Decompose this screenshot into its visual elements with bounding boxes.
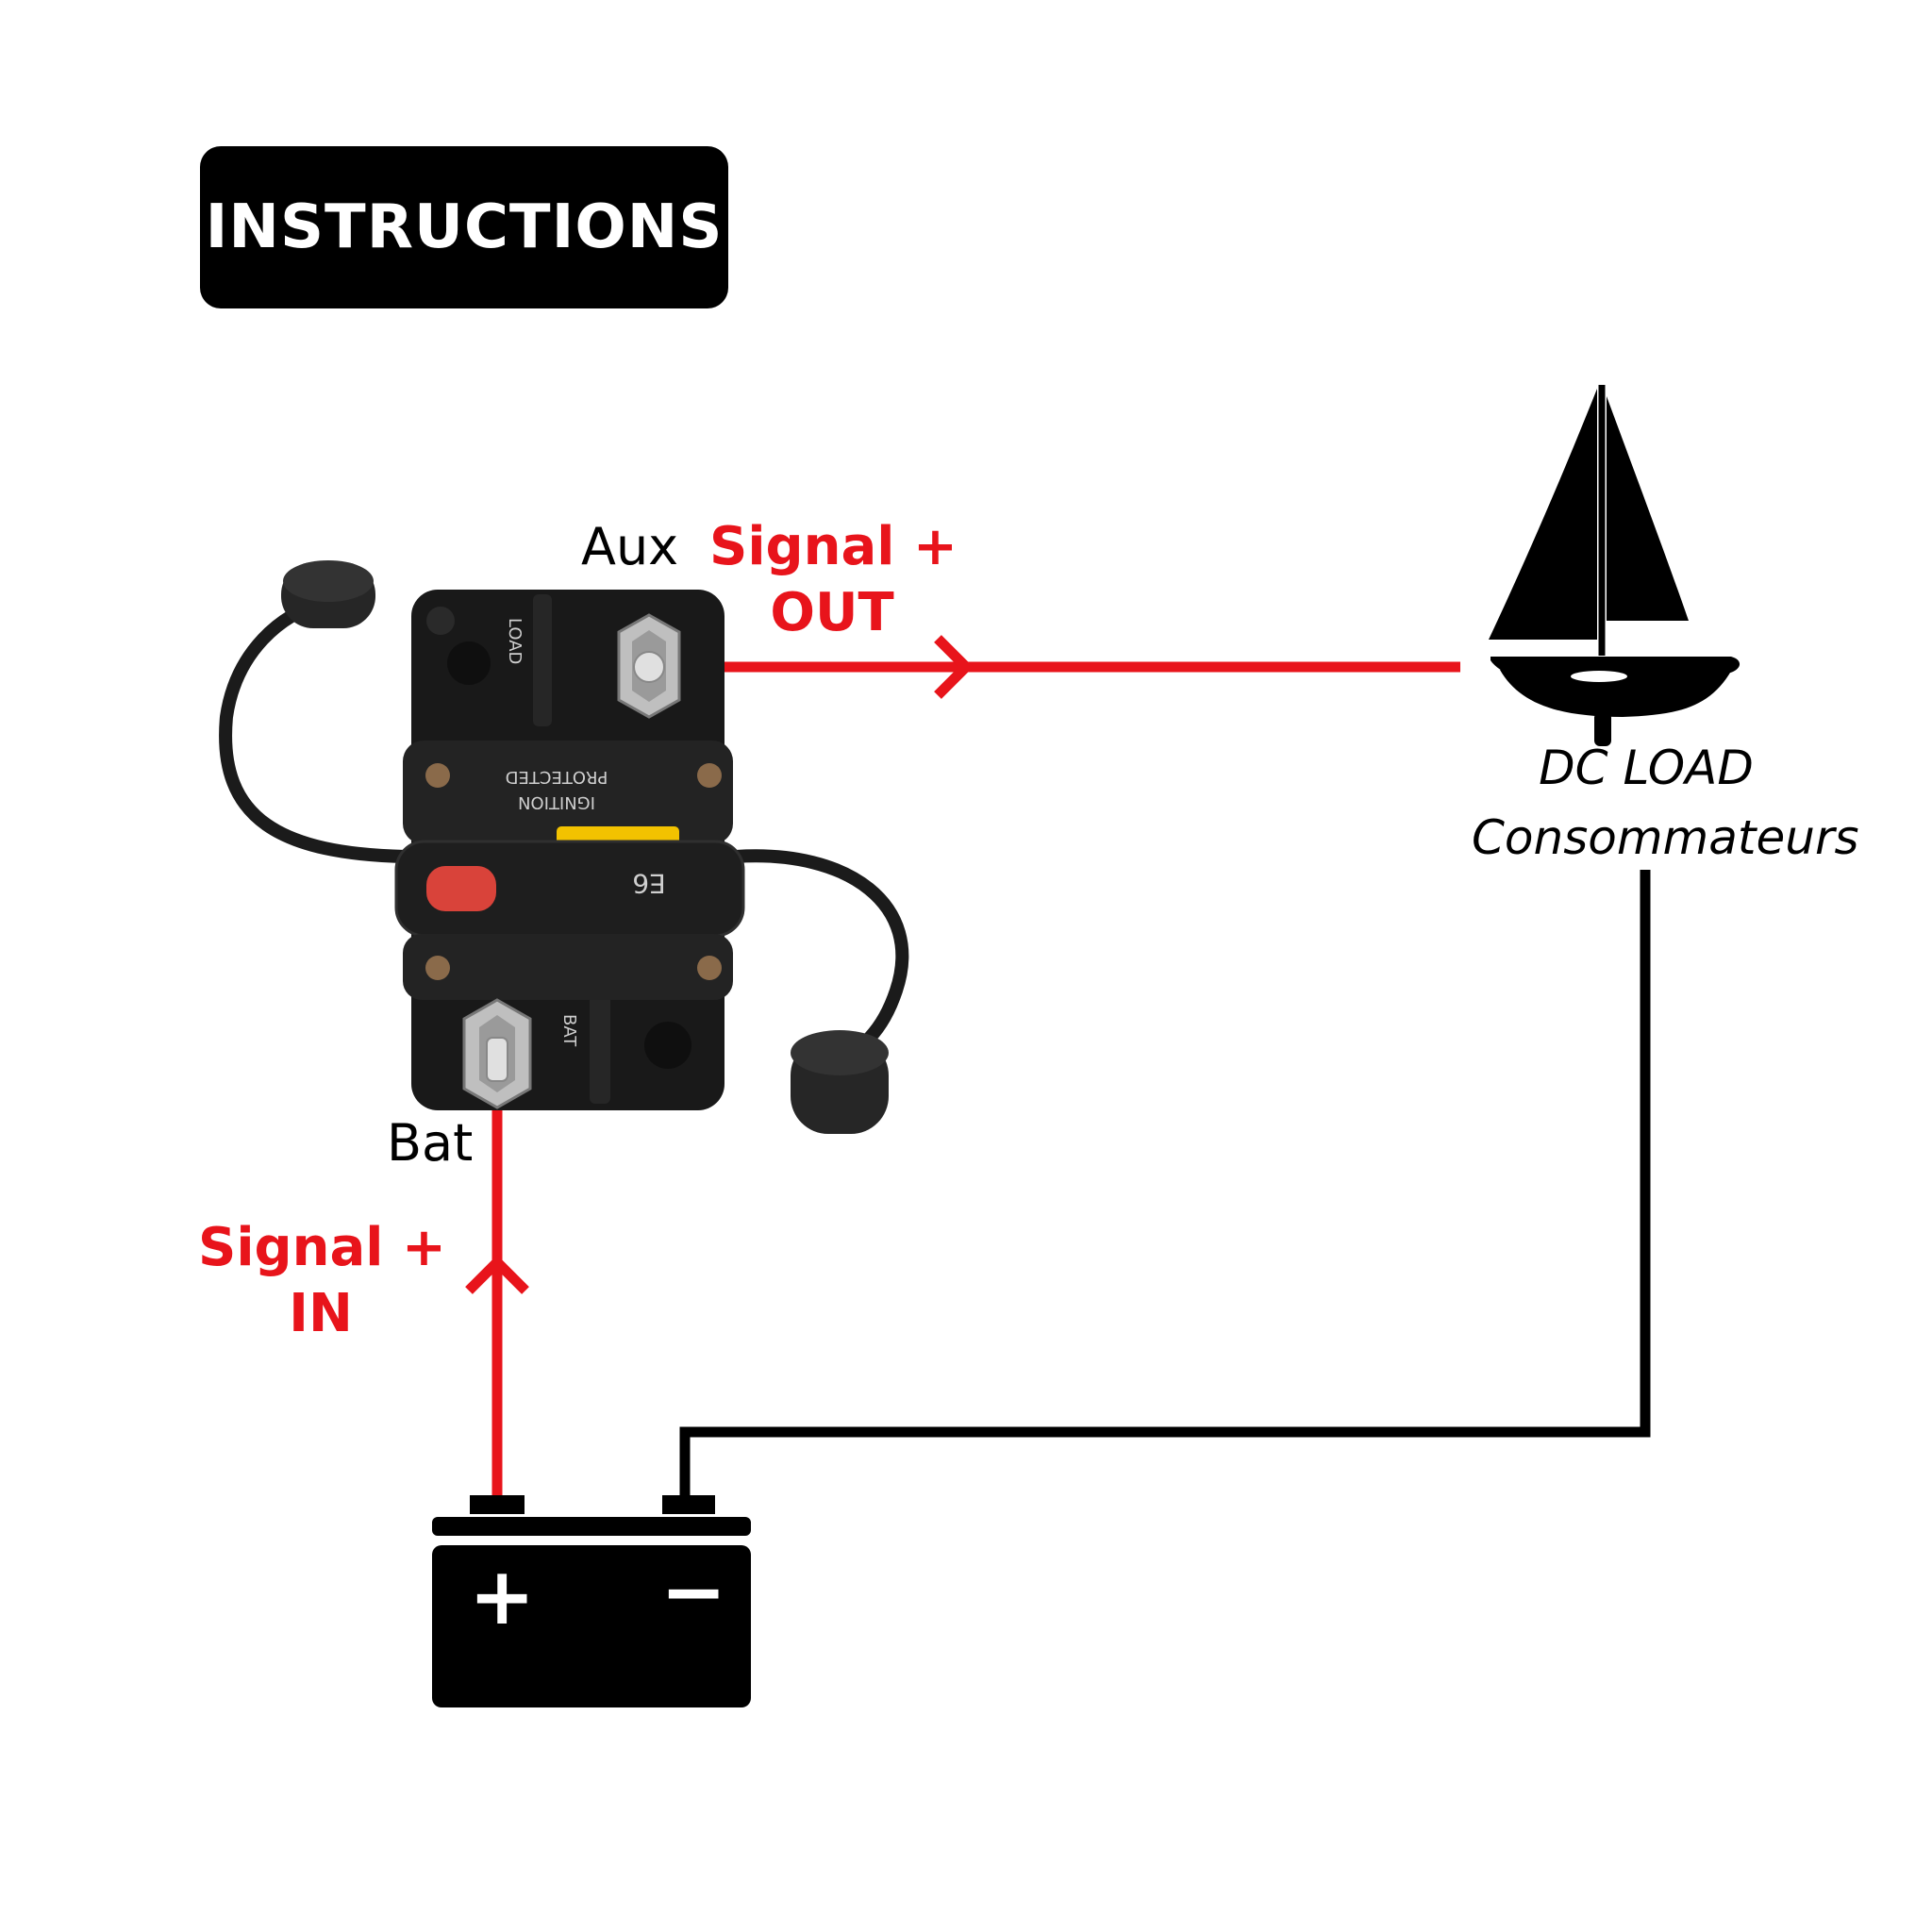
signal-in-line2: IN [289, 1283, 353, 1344]
plate-text-ignition: IGNITION [518, 792, 595, 812]
plate-text-protected: PROTECTED [506, 767, 608, 787]
battery-positive-post [470, 1495, 525, 1514]
bat-terminal[interactable] [462, 998, 532, 1109]
signal-in-arrow [465, 1255, 529, 1294]
cap-leash-right [735, 849, 909, 1063]
side-text-bat: BAT [559, 1014, 579, 1047]
battery-negative-post [662, 1495, 715, 1514]
signal-out-arrow [934, 635, 974, 699]
dc-load-line1: DC LOAD [1539, 741, 1754, 795]
battery-negative-symbol: − [660, 1545, 727, 1638]
side-text-load: LOAD [505, 618, 525, 664]
battery-icon [432, 1495, 751, 1707]
breaker-lower-plate [403, 934, 733, 1000]
cap-leash-left [219, 597, 407, 863]
breaker-plate [403, 741, 733, 844]
signal-in-line1: Signal + [198, 1217, 446, 1278]
circuit-breaker: LOAD BAT PROTECTED IGNITION E6 [219, 560, 909, 1134]
dc-load-line2: Consommateurs [1472, 810, 1859, 865]
signal-out-label: Signal + OUT [709, 514, 958, 646]
signal-in-label: Signal + IN [198, 1215, 446, 1347]
dc-load-label: DC LOAD Consommateurs [1472, 733, 1859, 873]
battery-positive-symbol: + [469, 1550, 536, 1642]
sailboat-icon [1489, 385, 1740, 746]
signal-out-line1: Signal + [709, 516, 958, 577]
rubber-cap-bottom-right [791, 1030, 889, 1134]
reset-button[interactable] [426, 866, 496, 911]
negative-wire [679, 870, 1651, 1495]
aux-label: Aux [581, 517, 679, 576]
title-badge: INSTRUCTIONS [200, 146, 728, 308]
signal-out-line2: OUT [770, 582, 894, 643]
model-text: E6 [632, 868, 666, 899]
page-title: INSTRUCTIONS [205, 192, 724, 262]
aux-terminal[interactable] [617, 613, 681, 719]
rubber-cap-top-left [281, 560, 375, 628]
bat-label: Bat [387, 1113, 474, 1173]
